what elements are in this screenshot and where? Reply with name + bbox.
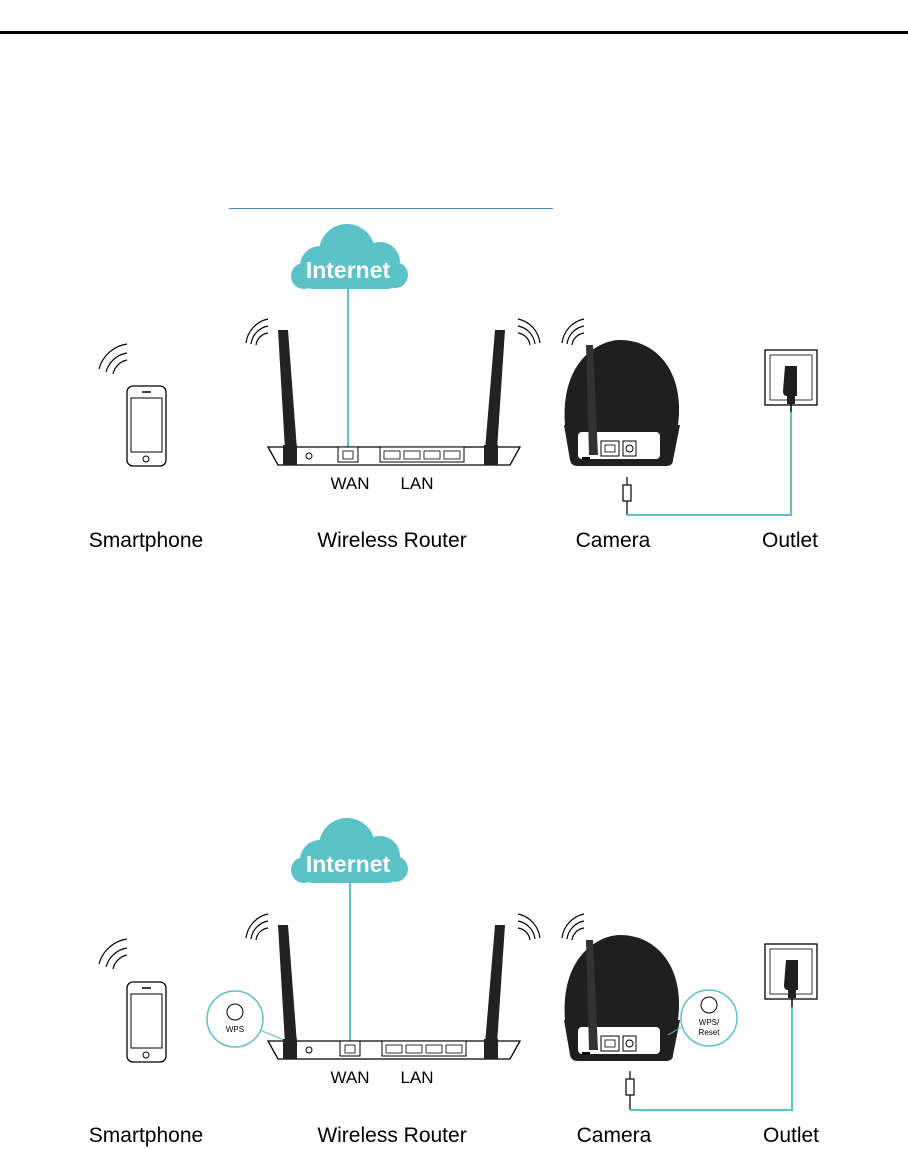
power-outlet-icon [765,350,817,412]
caption-outlet: Outlet [762,529,818,552]
wps-router-label: WPS [226,1025,244,1034]
internet-label: Internet [306,257,391,283]
internet-cloud-icon: Internet [291,818,408,883]
power-outlet-icon [765,944,817,1007]
lan-port-label: LAN [400,1068,433,1087]
router-icon: WAN LAN [246,914,540,1087]
caption-camera: Camera [577,1124,652,1147]
wps-camera-label-line1: WPS/ [699,1018,720,1027]
router-icon: WAN LAN [246,319,540,493]
caption-smartphone: Smartphone [89,529,203,552]
smartphone-icon [99,344,166,466]
wan-port-label: WAN [330,1068,369,1087]
smartphone-icon [99,939,166,1062]
network-diagram-2: Internet WPS [89,818,819,1147]
caption-smartphone: Smartphone [89,1124,203,1147]
network-diagram-1: Internet [89,224,818,552]
wan-port-label: WAN [330,474,369,493]
wps-camera-label-line2: Reset [699,1028,721,1037]
camera-icon [562,914,680,1110]
caption-router: Wireless Router [317,1124,466,1147]
caption-outlet: Outlet [763,1124,819,1147]
caption-camera: Camera [576,529,651,552]
camera-icon [562,319,680,515]
internet-cloud-icon: Internet [291,224,408,289]
lan-port-label: LAN [400,474,433,493]
caption-router: Wireless Router [317,529,466,552]
internet-label: Internet [306,851,391,877]
